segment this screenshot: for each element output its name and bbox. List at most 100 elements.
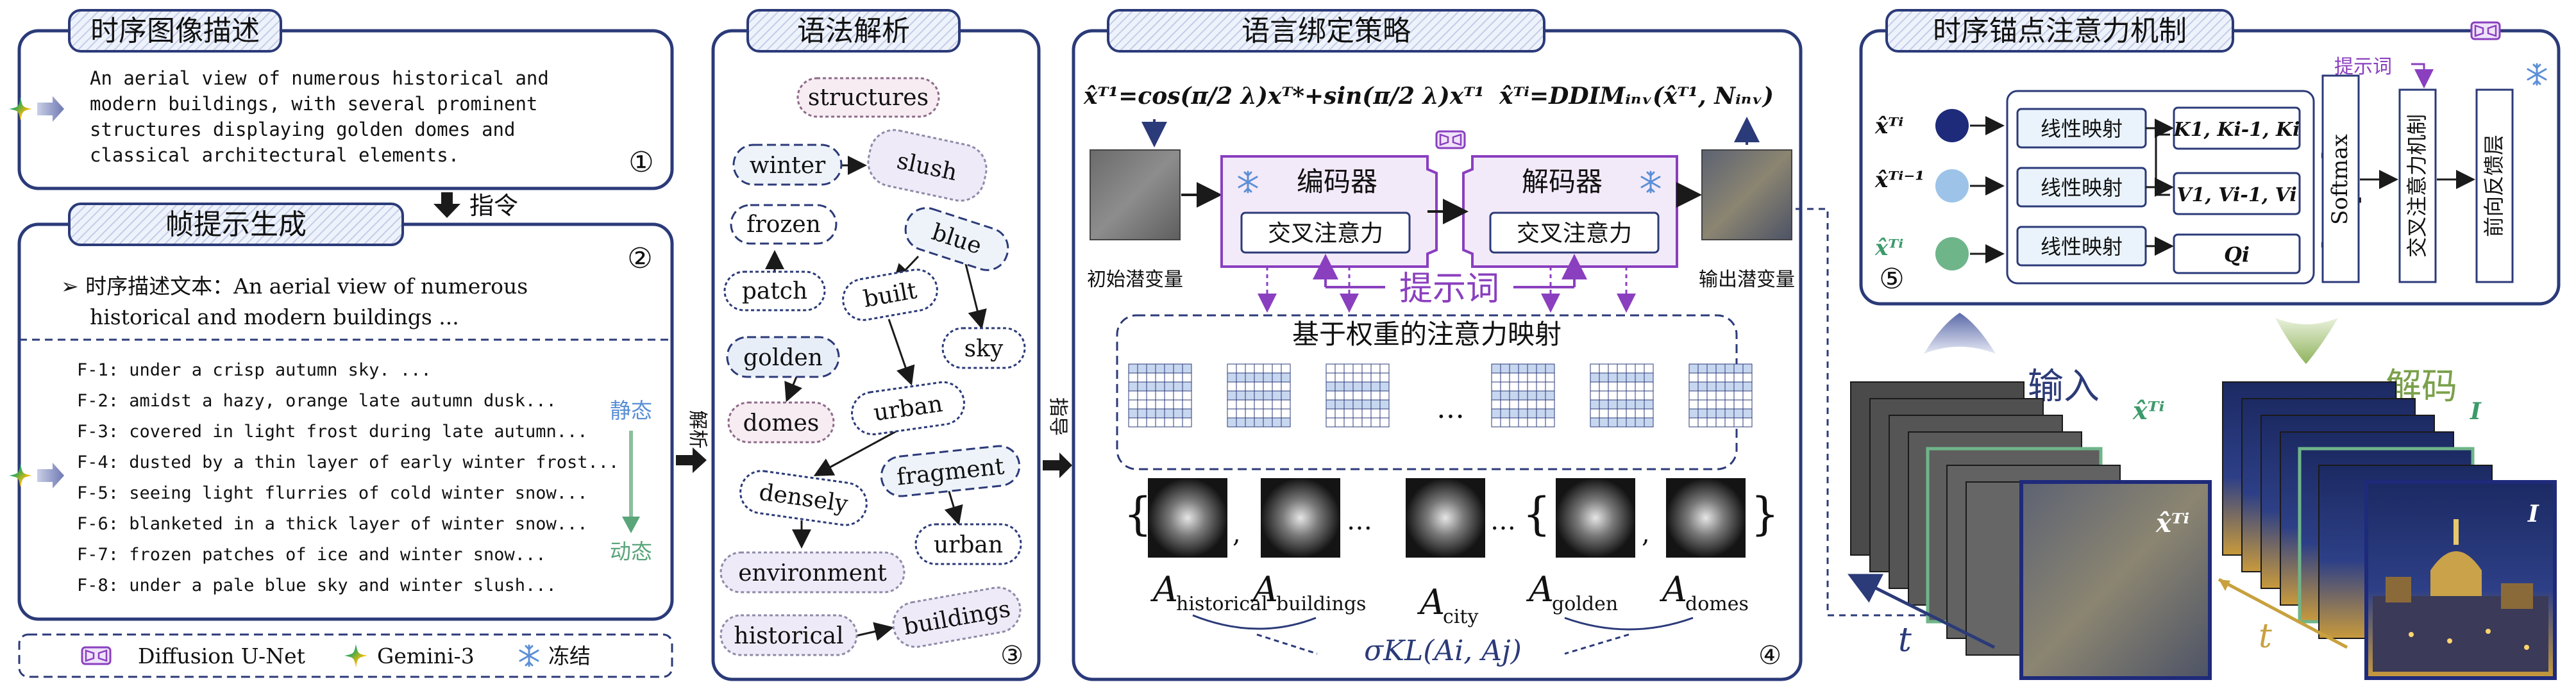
frame-prompt-3: F-3: covered in light frost during late … — [77, 422, 588, 442]
frame-prompt-8: F-8: under a pale blue sky and winter sl… — [77, 576, 557, 595]
init-latent-label: 初始潜变量 — [1087, 269, 1183, 291]
prompt-word-label: 提示词 — [1399, 270, 1499, 308]
frame-prompt-list: F-1: under a crisp autumn sky. ... F-2: … — [77, 360, 619, 595]
svg-text:,: , — [1642, 519, 1650, 549]
parse-tree-edges — [765, 156, 987, 641]
attention-grid — [1688, 363, 1753, 428]
panel1-title: 时序图像描述 — [90, 15, 260, 47]
word-historical: historical — [734, 623, 843, 649]
panel2-title: 帧提示生成 — [165, 208, 307, 241]
svg-text:}: } — [1751, 488, 1780, 540]
svg-text:,: , — [1233, 519, 1241, 549]
linear-maps: 线性映射 线性映射 线性映射 — [2016, 108, 2147, 267]
A-historical: A — [1150, 569, 1178, 610]
formula-right: x̂ᵀⁱ=DDIMᵢₙᵥ(x̂ᵀ¹, Nᵢₙᵥ) — [1499, 83, 1774, 110]
key-label: K1, Ki-1, Ki — [2173, 119, 2300, 141]
panel-language-binding: 语言绑定策略 ④ x̂ᵀ¹=cos(π/2 λ)xᵀ*+sin(π/2 λ)xᵀ… — [1072, 9, 1803, 681]
decode-arrow — [2275, 318, 2338, 364]
city-dome-illustration — [2373, 519, 2548, 672]
frame-prompt-1: F-1: under a crisp autumn sky. ... — [77, 360, 432, 380]
panel-temporal-anchor-attention: 时序锚点注意力机制 ⑤ x̂ᵀⁱ x̂ᵀⁱ⁻¹ x̂ᵀⁱ 线性映射 线性映射 线… — [1859, 9, 2561, 306]
softmax-block: Softmax — [2327, 134, 2353, 225]
word-urban-2: urban — [934, 532, 1003, 558]
p5-prompt-label: 提示词 — [2334, 56, 2392, 78]
panel-temporal-caption: 时序图像描述 An aerial view of numerous histor… — [9, 9, 674, 190]
linear-map-1: 线性映射 — [2041, 117, 2123, 141]
attention-grids — [1128, 363, 1753, 428]
caption-line-2: modern buildings, with several prominent — [90, 93, 537, 115]
instruct-label: 指令 — [469, 192, 518, 220]
step-number-2: ② — [627, 242, 652, 275]
brace-left: { — [1124, 488, 1152, 540]
desc-line-2: historical and modern buildings ... — [90, 304, 459, 329]
initial-latent — [1090, 149, 1181, 240]
frame-prompt-7: F-7: frozen patches of ice and winter sn… — [77, 545, 546, 565]
input-x-cur: x̂ᵀⁱ — [1874, 235, 1903, 261]
encoder-cross-attn: 交叉注意力 — [1268, 220, 1383, 247]
panel4-title: 语言绑定策略 — [1242, 15, 1411, 47]
word-structures: structures — [808, 85, 929, 111]
legend: Diffusion U-Net Gemini-3 冻结 — [18, 633, 673, 678]
attn-map-golden — [1556, 478, 1635, 558]
feed-forward-block: 前向反馈层 — [2482, 135, 2506, 237]
latent-frame-current — [2019, 480, 2212, 680]
latent-frame-stack: x̂ᵀⁱ x̂ᵀⁱ t — [1848, 381, 2212, 680]
input-arrow — [1924, 313, 1996, 354]
panel-syntax-parse: 语法解析 ③ structures winter slush frozen bl… — [711, 9, 1041, 681]
attention-grid — [1326, 363, 1390, 428]
instruction-connector: 指令 — [434, 192, 518, 220]
A-golden: A — [1526, 569, 1554, 610]
attention-grid — [1491, 363, 1555, 428]
attention-labels: A historical A buildings A city A golden… — [1150, 569, 1749, 628]
dynamic-label: 动态 — [610, 539, 652, 564]
linear-map-2: 线性映射 — [2041, 176, 2123, 200]
step-number-4: ④ — [1758, 641, 1781, 670]
parse-connector: 解析 — [676, 410, 709, 473]
frame-prompt-5: F-5: seeing light flurries of cold winte… — [77, 483, 588, 503]
token-cur — [1935, 237, 1969, 270]
panel-frame-prompt: 帧提示生成 ② ➢ 时序描述文本：An aerial view of numer… — [9, 203, 674, 621]
svg-text:{: { — [1522, 488, 1551, 540]
frame-prompt-4: F-4: dusted by a thin layer of early win… — [77, 452, 619, 472]
input-x-prev: x̂ᵀⁱ⁻¹ — [1874, 167, 1924, 193]
word-golden: golden — [743, 345, 823, 371]
token-prev — [1935, 169, 1969, 203]
grid-ellipsis: … — [1436, 392, 1465, 425]
attention-grid — [1227, 363, 1291, 428]
legend-gemini: Gemini-3 — [377, 643, 475, 668]
unet-icon — [81, 646, 112, 665]
caption-line-1: An aerial view of numerous historical an… — [90, 67, 549, 89]
formula-left: x̂ᵀ¹=cos(π/2 λ)xᵀ*+sin(π/2 λ)xᵀ¹ — [1083, 83, 1485, 110]
value-label: V1, Vi-1, Vi — [2176, 184, 2297, 206]
word-sky: sky — [964, 336, 1004, 362]
decoder-label: 解码器 — [1522, 166, 1603, 197]
static-label: 静态 — [610, 398, 652, 423]
image-frame-label: I — [2527, 501, 2539, 527]
sub-domes: domes — [1685, 593, 1749, 615]
desc-line-1: ➢ 时序描述文本：An aerial view of numerous — [61, 274, 528, 299]
attn-map-domes — [1666, 478, 1746, 558]
caption-line-4: classical architectural elements. — [90, 144, 459, 166]
output-latent — [1701, 149, 1792, 240]
time-label-decoded: t — [2259, 617, 2272, 656]
guide-label: 指导 — [1047, 397, 1069, 436]
word-winter: winter — [750, 153, 826, 179]
word-patch: patch — [742, 278, 807, 304]
A-domes: A — [1659, 569, 1687, 610]
sub-city: city — [1443, 606, 1478, 628]
attention-grid — [1590, 363, 1654, 428]
unet-icon-p5 — [2470, 21, 2501, 40]
right-arrow-icon — [676, 447, 707, 473]
kl-formula: σKL(Ai, Aj) — [1364, 635, 1522, 667]
step-number-3: ③ — [1000, 641, 1023, 670]
sub-historical: historical — [1176, 593, 1268, 615]
input-arrow-icon-2 — [37, 463, 64, 488]
svg-text:…: … — [1490, 506, 1516, 536]
decoded-frame-stack: I I t — [2218, 381, 2557, 680]
unet-icon-p4 — [1435, 130, 1466, 149]
linear-map-3: 线性映射 — [2041, 235, 2123, 259]
caption-line-3: structures displaying golden domes and — [90, 119, 515, 140]
A-buildings: A — [1250, 569, 1278, 610]
